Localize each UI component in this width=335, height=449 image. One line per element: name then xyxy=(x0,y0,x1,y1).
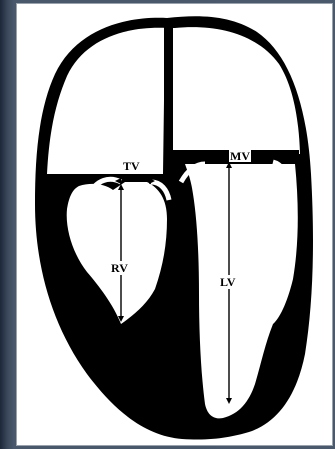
lv-label: LV xyxy=(220,275,236,289)
heart-diagram xyxy=(17,4,334,447)
tv-label: TV xyxy=(123,160,140,172)
mv-label: MV xyxy=(229,150,251,162)
rv-label: RV xyxy=(111,261,128,275)
heart-diagram-panel: TV MV RV LV xyxy=(16,3,333,446)
right-atrium xyxy=(47,28,167,174)
septum xyxy=(167,154,183,374)
left-atrium xyxy=(173,27,300,154)
